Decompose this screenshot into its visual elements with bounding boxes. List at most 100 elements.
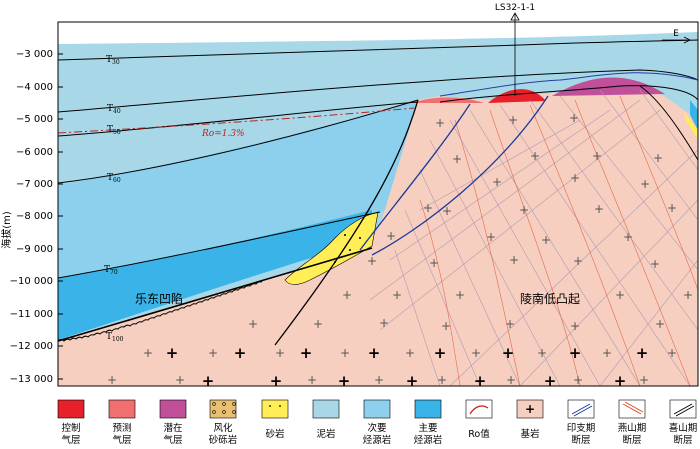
svg-text:+: + [208,346,218,360]
legend-label: 控制 [61,422,80,434]
svg-text:+: + [471,346,481,360]
y-tick-label: −7 000 [16,179,53,190]
section-body: +++ +++ +++ +++ +++ +++ +++ +++ +++ +++ … [58,22,698,390]
legend-label: 气层 [163,434,182,446]
basement-fabric [369,89,698,386]
svg-text:+: + [525,402,535,416]
control-gas-pool [488,89,546,103]
legend-swatch-mudstone [312,399,340,419]
legend-swatch-predicted [108,399,136,419]
legend: + 控制 气层 预测 气层 潜在 气层 风化 砂砾岩 砂岩 泥岩 次要 烃源岩 … [57,399,698,446]
legend-swatch-main [414,399,442,419]
horizon-label-t100: T100 [106,332,124,343]
legend-label: 次要 [367,422,386,434]
legend-label: 断层 [673,434,692,446]
horizon-label-t60: T60 [107,173,121,184]
svg-text:+: + [544,372,557,390]
legend-label: 断层 [571,434,590,446]
region-label-uplift: 陵南低凸起 [520,291,580,306]
horizon-label-t50: T50 [107,125,121,136]
well-name: LS32-1-1 [495,3,535,13]
svg-text:+: + [202,372,215,390]
ro-label: Ro=1.3% [201,129,245,139]
svg-text:+: + [506,373,516,387]
y-tick-label: −12 000 [10,341,53,352]
legend-swatch-basement [516,399,544,419]
svg-text:+: + [107,373,117,387]
y-tick-label: −3 000 [16,49,53,60]
svg-text:+: + [623,230,633,244]
svg-text:+: + [423,201,433,215]
svg-text:+: + [270,372,283,390]
y-tick-label: −5 000 [16,114,53,125]
legend-label: 烃源岩 [363,434,392,446]
svg-text:+: + [519,203,529,217]
well-marker: LS32-1-1 [495,3,535,96]
legend-label: 泥岩 [316,428,335,440]
ro-isoline [58,107,415,134]
svg-text:+: + [367,254,377,268]
svg-text:+: + [683,288,693,302]
svg-text:+: + [569,111,579,125]
svg-text:+: + [573,373,583,387]
legend-swatch-ro [465,399,493,419]
svg-text:+: + [639,373,649,387]
predicted-gas-pool-1 [414,97,484,103]
legend-label: 气层 [61,434,80,446]
svg-text:+: + [537,346,547,360]
svg-text:+: + [374,373,384,387]
svg-text:+: + [530,149,540,163]
svg-text:+: + [429,256,439,270]
svg-text:+: + [392,288,402,302]
svg-text:+: + [307,373,317,387]
svg-text:+: + [368,344,381,362]
svg-text:+: + [166,344,179,362]
y-tick-label: −10 000 [10,276,53,287]
y-axis-labels: −3 000 −4 000 −5 000 −6 000 −7 000 −8 00… [10,49,53,385]
svg-text:+: + [602,346,612,360]
legend-label: 喜山期 [669,422,698,434]
svg-text:+: + [452,152,462,166]
svg-text:+: + [455,288,465,302]
legend-label: 砂砾岩 [209,434,238,446]
svg-text:+: + [640,177,650,191]
svg-text:+: + [234,344,247,362]
svg-text:+: + [275,346,285,360]
basement-crosses: +++ +++ +++ +++ +++ +++ +++ +++ +++ +++ … [107,111,693,387]
y-tick-label: −8 000 [16,211,53,222]
svg-text:+: + [573,254,583,268]
boundary-fault-east [639,85,698,161]
legend-swatch-sandstone [261,399,289,419]
svg-text:+: + [406,372,419,390]
legend-label: 断层 [622,434,641,446]
svg-text:+: + [655,317,665,331]
svg-text:+: + [667,201,677,215]
svg-text:+: + [594,202,604,216]
region-label-depression: 乐东凹陷 [135,291,183,306]
svg-text:+: + [248,317,258,331]
legend-swatch-secondary [363,399,391,419]
svg-text:+: + [650,257,660,271]
horizon-label-t70: T70 [104,265,118,276]
indosinian-faults [359,95,549,256]
svg-text:+: + [486,230,496,244]
svg-text:+: + [313,317,323,331]
arrow-right-icon [683,36,691,44]
svg-text:+: + [437,373,447,387]
horizon-label-t30: T30 [106,55,120,66]
legend-label: Ro值 [468,428,490,440]
svg-text:+: + [441,319,451,333]
svg-text:+: + [474,372,487,390]
secondary-source-rock [58,100,418,280]
direction-label: E [673,29,679,39]
legend-label: 燕山期 [618,422,647,434]
svg-text:+: + [509,253,519,267]
svg-text:+: + [405,346,415,360]
svg-text:+: + [615,288,625,302]
yanshan-faults [419,95,698,386]
svg-text:+: + [614,372,627,390]
y-axis-ticks [58,53,63,380]
legend-swatch-control [57,399,85,419]
svg-text:+: + [592,149,602,163]
